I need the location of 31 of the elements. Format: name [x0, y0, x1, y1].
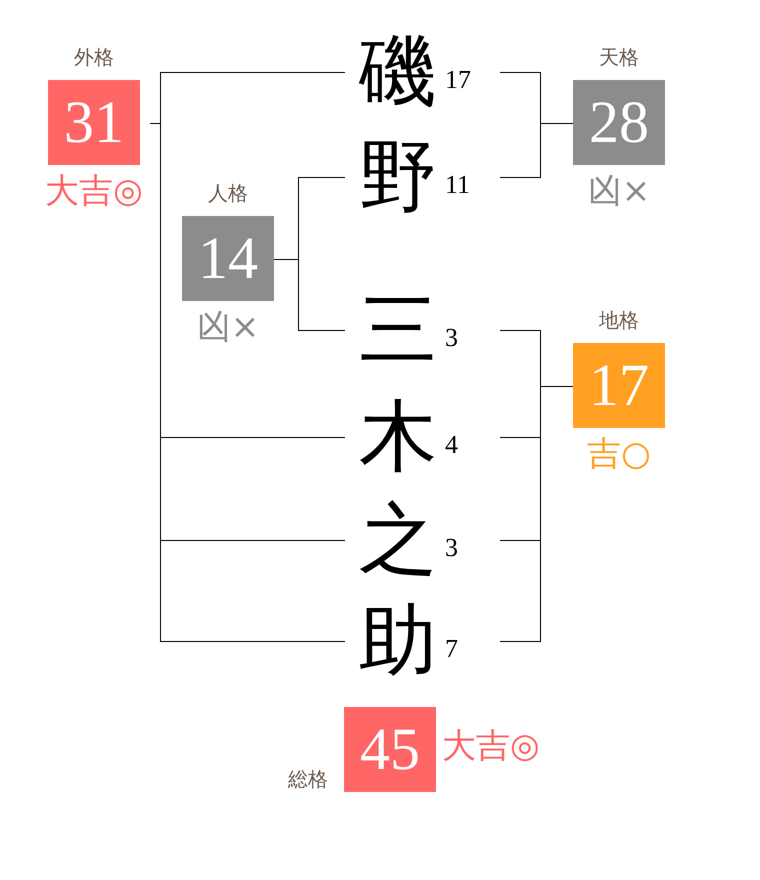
name-character: 木 — [359, 395, 437, 479]
stroke-count: 7 — [445, 636, 458, 662]
category-heading: 総格 — [288, 766, 328, 792]
category-heading: 人格 — [208, 180, 248, 206]
category-heading: 地格 — [599, 307, 639, 333]
fortune-rating: 大吉◎ — [442, 726, 540, 766]
bracket-line — [274, 259, 346, 331]
score-tile: 14 — [182, 216, 274, 301]
name-character: 之 — [359, 498, 437, 582]
category-heading: 外格 — [74, 44, 114, 70]
bracket-line — [500, 123, 574, 178]
stroke-count: 17 — [445, 67, 471, 93]
fortune-rating: 凶× — [588, 171, 650, 211]
fortune-rating: 大吉◎ — [45, 171, 143, 211]
stroke-count: 4 — [445, 432, 458, 458]
name-character: 野 — [359, 135, 437, 219]
category-heading: 天格 — [599, 44, 639, 70]
stroke-count: 3 — [445, 535, 458, 561]
stroke-count: 3 — [445, 325, 458, 351]
stroke-count: 11 — [445, 172, 470, 198]
fortune-rating: 凶× — [196, 307, 260, 347]
fortune-rating: 吉○ — [587, 434, 651, 474]
name-character: 三 — [359, 288, 437, 372]
score-tile: 31 — [48, 80, 140, 165]
score-tile: 45 — [344, 707, 436, 792]
bracket-line — [500, 386, 574, 642]
bracket-line — [150, 123, 346, 642]
name-character: 助 — [359, 599, 437, 683]
score-tile: 28 — [573, 80, 665, 165]
score-tile: 17 — [573, 343, 665, 428]
name-character: 磯 — [359, 30, 437, 114]
